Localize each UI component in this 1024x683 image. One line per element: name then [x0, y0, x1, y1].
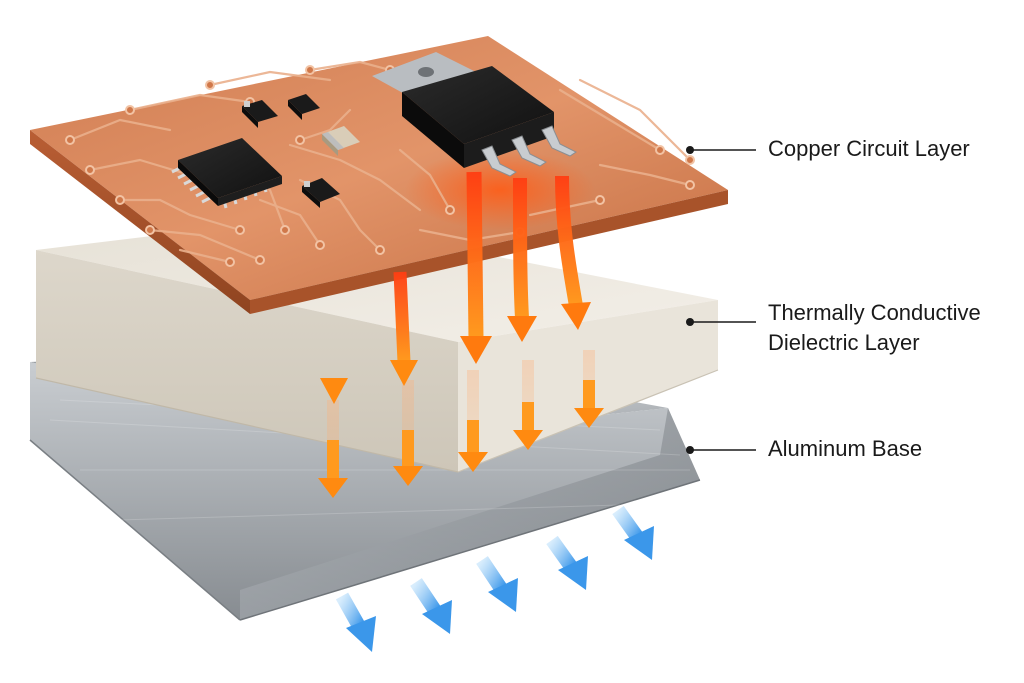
blue-diagonal-arrow-icon [335, 592, 376, 652]
copper-right-edge [250, 190, 728, 314]
smd-component [288, 94, 320, 120]
aluminum-base-label: Aluminum Base [768, 434, 922, 464]
copper-circuit-layer-label: Copper Circuit Layer [768, 134, 970, 164]
blue-diagonal-arrow-icon [546, 535, 588, 590]
power-transistor [372, 52, 577, 177]
orange-down-arrow-icon [507, 177, 537, 342]
orange-down-arrow-icon [393, 380, 423, 486]
aluminum-leader [686, 446, 756, 454]
orange-down-arrow-icon [320, 290, 348, 404]
orange-down-arrow-icon [318, 400, 348, 498]
orange-down-arrow-icon [574, 350, 604, 428]
heat-flow-arrows-upper [320, 171, 591, 404]
callout-leaders [686, 146, 756, 454]
orange-down-arrow-icon [460, 171, 492, 364]
blue-diagonal-arrow-icon [410, 578, 452, 634]
orange-down-arrow-icon [555, 175, 591, 330]
heat-dissipation-arrows [335, 505, 654, 652]
blue-diagonal-arrow-icon [612, 505, 654, 560]
circuit-traces [68, 60, 692, 264]
aluminum-label-text: Aluminum Base [768, 436, 923, 461]
ic-chip [171, 138, 282, 209]
copper-leader [686, 146, 756, 154]
copper-label-text: Copper Circuit Layer [768, 136, 970, 161]
dielectric-leader [686, 318, 756, 326]
heat-flow-arrows-lower [318, 350, 604, 498]
dielectric-front-face [36, 250, 458, 472]
copper-circuit-layer [30, 36, 728, 314]
smd-component [302, 178, 340, 208]
blue-diagonal-arrow-icon [476, 556, 518, 612]
orange-down-arrow-icon [390, 271, 418, 386]
dielectric-label-line1: Thermally Conductive [768, 300, 981, 325]
copper-front-edge [30, 130, 250, 314]
orange-down-arrow-icon [513, 360, 543, 450]
dielectric-layer-label: Thermally Conductive Dielectric Layer [768, 298, 981, 358]
smd-capacitor [322, 126, 360, 156]
aluminum-right-face [240, 408, 700, 620]
copper-top-face [30, 36, 728, 300]
smd-component [242, 100, 278, 128]
dielectric-label-line2: Dielectric Layer [768, 330, 920, 355]
orange-down-arrow-icon [458, 370, 488, 472]
